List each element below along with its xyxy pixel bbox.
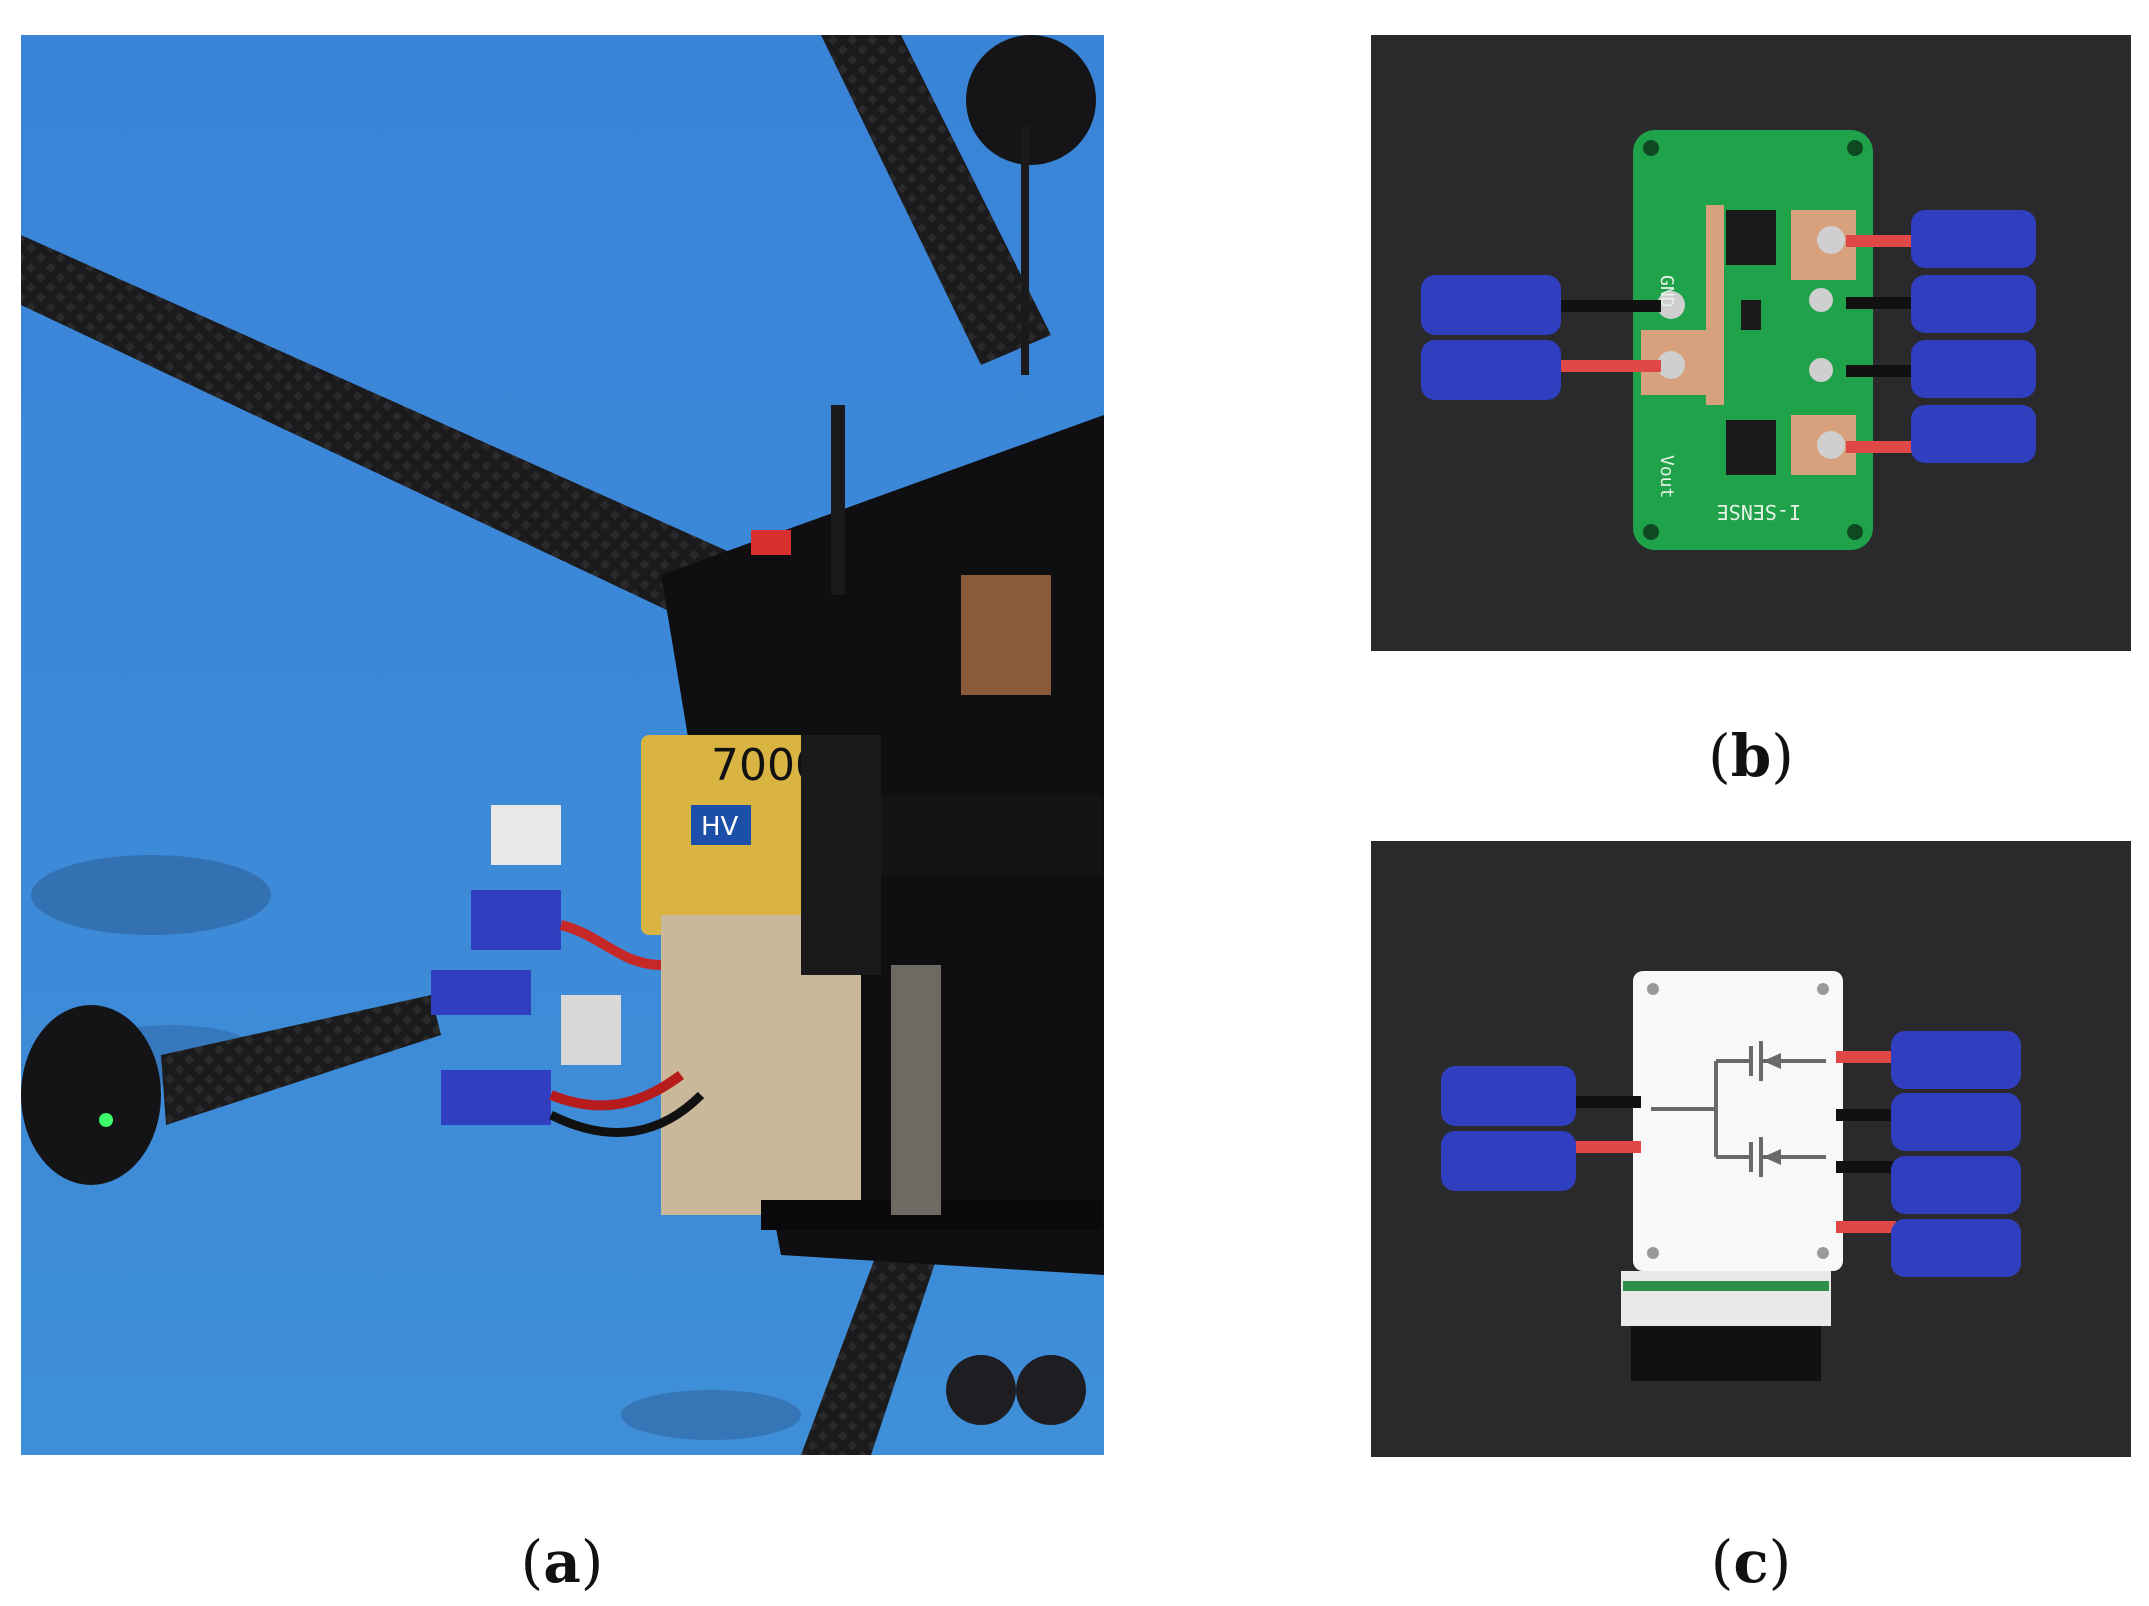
- pcb-title-label: I-SENSE: [1717, 500, 1801, 524]
- caption-c-letter: c: [1733, 1528, 1769, 1596]
- pcb-gnd-label: GND: [1656, 275, 1677, 308]
- battery-brand-label: HV: [701, 812, 739, 842]
- caption-b: (b): [1708, 722, 1794, 790]
- caption-b-letter: b: [1730, 722, 1772, 790]
- caption-a-letter: a: [543, 1528, 581, 1596]
- pcb-photo: GND Vout I-SENSE: [1371, 35, 2131, 651]
- enclosure-photo: [1371, 841, 2131, 1457]
- caption-c: (c): [1710, 1528, 1792, 1596]
- pcb-vout-label: Vout: [1656, 455, 1677, 498]
- caption-a: (a): [520, 1528, 604, 1596]
- drone-photo: HV 7000: [21, 35, 1104, 1455]
